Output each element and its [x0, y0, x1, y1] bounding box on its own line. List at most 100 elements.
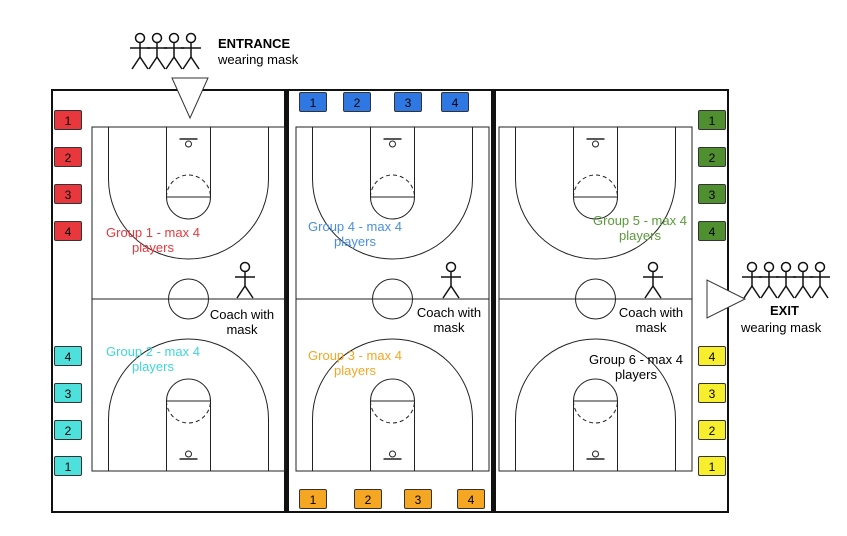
coach-1-label: Coach with mask: [204, 307, 280, 337]
free-throw-arc-bottom: [370, 378, 415, 402]
free-throw-dashed-arc-top: [573, 174, 618, 198]
center-circle: [168, 278, 209, 320]
hoop-top: [185, 140, 192, 148]
exit-person-icon-3: [776, 261, 796, 299]
coach-1-icon: [235, 261, 255, 299]
group-4-line2: players: [334, 234, 376, 249]
spot-green-1: 1: [698, 110, 726, 130]
key-lane-top: [573, 126, 618, 198]
coach-3-line2: mask: [635, 320, 667, 335]
hoop-bottom: [592, 450, 599, 458]
spot-orange-4: 4: [457, 489, 485, 509]
spot-red-1: 1: [54, 110, 82, 130]
entrance-person-icon-1: [130, 32, 150, 70]
free-throw-dashed-arc-bottom: [166, 400, 211, 424]
entrance-person-icon-4: [181, 32, 201, 70]
free-throw-dashed-arc-top: [370, 174, 415, 198]
exit-title: EXIT: [770, 303, 799, 318]
group-2-label: Group 2 - max 4 players: [103, 344, 203, 374]
three-point-arc-top: [515, 178, 676, 260]
key-lane-top: [370, 126, 415, 198]
spot-cyan-1: 1: [54, 456, 82, 476]
group-6-line2: players: [615, 367, 657, 382]
group-5-line1: Group 5 - max 4: [593, 213, 687, 228]
group-3-label: Group 3 - max 4 players: [305, 348, 405, 378]
free-throw-dashed-arc-bottom: [370, 400, 415, 424]
spot-yellow-3: 3: [698, 383, 726, 403]
coach-3-icon: [643, 261, 663, 299]
entrance-arrow: [171, 77, 209, 120]
free-throw-dashed-arc-bottom: [573, 400, 618, 424]
divider-left: [284, 90, 289, 512]
spot-green-2: 2: [698, 147, 726, 167]
coach-3-line1: Coach with: [618, 305, 684, 320]
coach-3-label: Coach with mask: [613, 305, 689, 335]
group-1-line2: players: [132, 240, 174, 255]
coach-2-line2: mask: [433, 320, 465, 335]
spot-blue-1: 1: [299, 92, 327, 112]
three-point-arc-top: [312, 178, 473, 260]
spot-green-4: 4: [698, 221, 726, 241]
exit-person-icon-4: [793, 261, 813, 299]
hoop-top: [592, 140, 599, 148]
free-throw-arc-top: [573, 196, 618, 220]
spot-cyan-4: 4: [54, 346, 82, 366]
entrance-person-icon-2: [147, 32, 167, 70]
three-point-arc-top: [108, 178, 269, 260]
basketball-court-2: [295, 126, 490, 472]
free-throw-arc-bottom: [166, 378, 211, 402]
exit-person-icon-5: [810, 261, 830, 299]
group-2-line2: players: [132, 359, 174, 374]
group-4-label: Group 4 - max 4 players: [305, 219, 405, 249]
basketball-court-3: [498, 126, 693, 472]
spot-orange-1: 1: [299, 489, 327, 509]
basketball-court-1: [91, 126, 286, 472]
spot-orange-2: 2: [354, 489, 382, 509]
key-lane-top: [166, 126, 211, 198]
three-point-arc-bottom: [515, 338, 676, 420]
divider-right: [491, 90, 496, 512]
spot-yellow-4: 4: [698, 346, 726, 366]
group-1-label: Group 1 - max 4 players: [103, 225, 203, 255]
spot-red-3: 3: [54, 184, 82, 204]
free-throw-arc-top: [370, 196, 415, 220]
three-point-arc-bottom: [108, 338, 269, 420]
gym-outline: [51, 89, 729, 513]
coach-1-line1: Coach with: [209, 307, 275, 322]
spot-yellow-2: 2: [698, 420, 726, 440]
group-2-line1: Group 2 - max 4: [106, 344, 200, 359]
entrance-person-icon-3: [164, 32, 184, 70]
entrance-subtitle: wearing mask: [218, 52, 299, 67]
spot-blue-2: 2: [343, 92, 371, 112]
free-throw-arc-bottom: [573, 378, 618, 402]
coach-2-label: Coach with mask: [411, 305, 487, 335]
three-point-arc-bottom: [312, 338, 473, 420]
hoop-bottom: [185, 450, 192, 458]
free-throw-dashed-arc-top: [166, 174, 211, 198]
group-1-line1: Group 1 - max 4: [106, 225, 200, 240]
coach-1-line2: mask: [226, 322, 258, 337]
spot-green-3: 3: [698, 184, 726, 204]
spot-blue-4: 4: [441, 92, 469, 112]
group-4-line1: Group 4 - max 4: [308, 219, 402, 234]
center-circle: [372, 278, 413, 320]
spot-red-2: 2: [54, 147, 82, 167]
spot-cyan-3: 3: [54, 383, 82, 403]
exit-person-icon-1: [742, 261, 762, 299]
key-lane-bottom: [166, 400, 211, 472]
spot-yellow-1: 1: [698, 456, 726, 476]
group-5-line2: players: [619, 228, 661, 243]
spot-cyan-2: 2: [54, 420, 82, 440]
group-3-line1: Group 3 - max 4: [308, 348, 402, 363]
coach-2-line1: Coach with: [416, 305, 482, 320]
key-lane-bottom: [573, 400, 618, 472]
exit-arrow: [706, 279, 747, 319]
coach-2-icon: [441, 261, 461, 299]
group-6-label: Group 6 - max 4 players: [586, 352, 686, 382]
group-5-label: Group 5 - max 4 players: [590, 213, 690, 243]
entrance-title: ENTRANCE: [218, 36, 291, 51]
group-6-line1: Group 6 - max 4: [589, 352, 683, 367]
free-throw-arc-top: [166, 196, 211, 220]
exit-person-icon-2: [759, 261, 779, 299]
